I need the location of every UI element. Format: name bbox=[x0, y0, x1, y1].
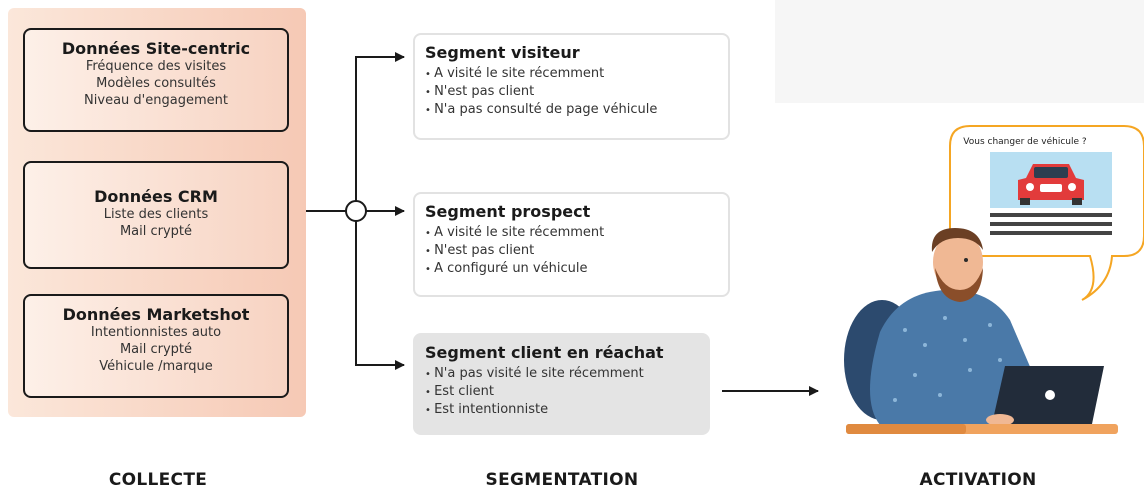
sweater bbox=[870, 290, 1042, 425]
arrow-to-visiteur bbox=[355, 52, 405, 201]
segment-prospect-line: N'est pas client bbox=[425, 242, 718, 260]
crm-line: Liste des clients bbox=[103, 207, 209, 222]
activation-title: ACTIVATION bbox=[919, 470, 1037, 490]
crm-line: Mail crypté bbox=[119, 224, 193, 239]
beard bbox=[935, 268, 983, 302]
segment-prospect-line: A configuré un véhicule bbox=[425, 260, 718, 278]
site-centric-line: Modèles consultés bbox=[96, 76, 216, 91]
crm-title: Données CRM bbox=[94, 187, 218, 206]
segment-visiteur-line: A visité le site récemment bbox=[425, 65, 718, 83]
segment-visiteur-line: N'a pas consulté de page véhicule bbox=[425, 101, 718, 119]
site-centric-title: Données Site-centric bbox=[61, 39, 251, 58]
segmentation-title: SEGMENTATION bbox=[485, 470, 639, 490]
arrow-to-reachat bbox=[355, 221, 405, 370]
site-centric-line: Fréquence des visites bbox=[85, 59, 227, 74]
person-at-laptop-illustration bbox=[844, 228, 1118, 434]
text-line bbox=[990, 231, 1112, 235]
segment-reachat-title: Segment client en réachat bbox=[425, 343, 664, 362]
car-icon bbox=[1018, 164, 1084, 205]
hub-circle bbox=[345, 200, 367, 222]
site-centric-box: Données Site-centric Fréquence des visit… bbox=[23, 28, 289, 132]
site-centric-line: Niveau d'engagement bbox=[84, 93, 228, 108]
segment-prospect-line: A visité le site récemment bbox=[425, 224, 718, 242]
segment-visiteur-line: N'est pas client bbox=[425, 83, 718, 101]
segment-reachat-box: Segment client en réachat N'a pas visité… bbox=[413, 333, 710, 435]
head bbox=[933, 232, 983, 292]
background-panel bbox=[775, 0, 1144, 103]
speech-bubble bbox=[949, 125, 1144, 301]
segment-visiteur-title: Segment visiteur bbox=[425, 43, 580, 62]
marketshot-title: Données Marketshot bbox=[62, 305, 250, 324]
marketshot-box: Données Marketshot Intentionnistes auto … bbox=[23, 294, 289, 398]
marketshot-line: Intentionnistes auto bbox=[90, 325, 222, 340]
collecte-title: COLLECTE bbox=[108, 470, 208, 490]
segment-prospect-box: Segment prospect A visité le site récemm… bbox=[413, 192, 730, 297]
segment-reachat-line: Est intentionniste bbox=[425, 401, 698, 419]
segment-reachat-line: Est client bbox=[425, 383, 698, 401]
bubble-text: Vous changer de véhicule ? bbox=[963, 137, 1087, 147]
connector-lines bbox=[306, 52, 819, 396]
crm-box: Données CRM Liste des clients Mail crypt… bbox=[23, 161, 289, 269]
marketshot-line: Véhicule /marque bbox=[99, 359, 213, 374]
segment-prospect-title: Segment prospect bbox=[425, 202, 591, 221]
text-line bbox=[990, 213, 1112, 217]
segment-reachat-line: N'a pas visité le site récemment bbox=[425, 365, 698, 383]
marketshot-line: Mail crypté bbox=[119, 342, 193, 357]
segment-visiteur-box: Segment visiteur A visité le site récemm… bbox=[413, 33, 730, 140]
text-line bbox=[990, 222, 1112, 226]
